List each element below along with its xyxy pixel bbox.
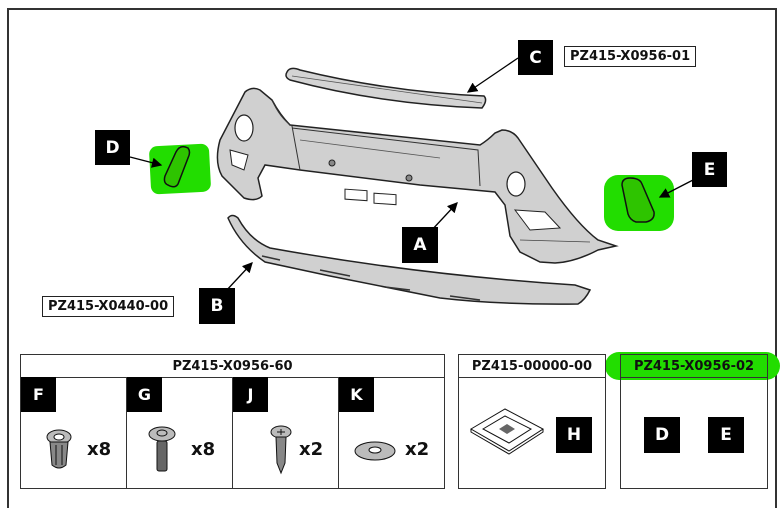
part-a-bumper-cover bbox=[216, 87, 619, 264]
kit-item-g: G x8 bbox=[127, 377, 233, 488]
kit-item-f: F x8 bbox=[21, 377, 127, 488]
hardware-kit-box: PZ415-X0956-60 F x8 G x8 J x2 K bbox=[20, 354, 445, 489]
instructions-box: PZ415-00000-00 H bbox=[458, 354, 606, 489]
part-d-cover bbox=[163, 145, 191, 188]
callout-a: A bbox=[402, 227, 438, 263]
kit-item-qty: x8 bbox=[87, 439, 112, 460]
clip-nut-icon bbox=[46, 429, 72, 469]
part-number-b: PZ415-X0440-00 bbox=[42, 296, 175, 317]
instruction-manual-icon bbox=[470, 408, 544, 455]
instructions-part-number: PZ415-00000-00 bbox=[459, 355, 605, 378]
arrow-d bbox=[129, 156, 163, 168]
callout-b: B bbox=[199, 288, 235, 324]
parts-illustration bbox=[129, 57, 694, 305]
kit-item-k: K x2 bbox=[339, 377, 446, 488]
covers-part-number: PZ415-X0956-02 bbox=[621, 355, 767, 378]
callout-d: D bbox=[95, 130, 130, 165]
callout-h: H bbox=[556, 417, 592, 453]
arrow-c bbox=[466, 57, 519, 93]
washer-icon bbox=[354, 441, 396, 461]
part-number-c: PZ415-X0956-01 bbox=[564, 46, 697, 67]
bolt-icon bbox=[148, 426, 176, 472]
callout-e-kit: E bbox=[708, 417, 744, 453]
callout-d-kit: D bbox=[644, 417, 680, 453]
covers-box: PZ415-X0956-02 D E bbox=[620, 354, 768, 489]
callout-c: C bbox=[518, 40, 553, 75]
kit-item-letter: F bbox=[21, 377, 56, 412]
part-b-lower-lip bbox=[227, 214, 592, 305]
kit-item-letter: J bbox=[233, 377, 268, 412]
kit-item-qty: x2 bbox=[299, 439, 324, 460]
kit-item-qty: x2 bbox=[405, 439, 430, 460]
arrow-b bbox=[224, 262, 253, 293]
diagram-frame bbox=[7, 8, 777, 508]
callout-e: E bbox=[692, 152, 727, 187]
kit-item-j: J x2 bbox=[233, 377, 339, 488]
kit-item-letter: K bbox=[339, 377, 374, 412]
hardware-kit-part-number: PZ415-X0956-60 bbox=[21, 355, 444, 378]
part-e-cover bbox=[621, 177, 655, 223]
screw-icon bbox=[270, 425, 292, 475]
kit-item-qty: x8 bbox=[191, 439, 216, 460]
part-c-trim-strip bbox=[285, 67, 487, 109]
arrow-e bbox=[658, 179, 694, 198]
kit-item-letter: G bbox=[127, 377, 162, 412]
highlight-covers-header bbox=[605, 352, 780, 380]
